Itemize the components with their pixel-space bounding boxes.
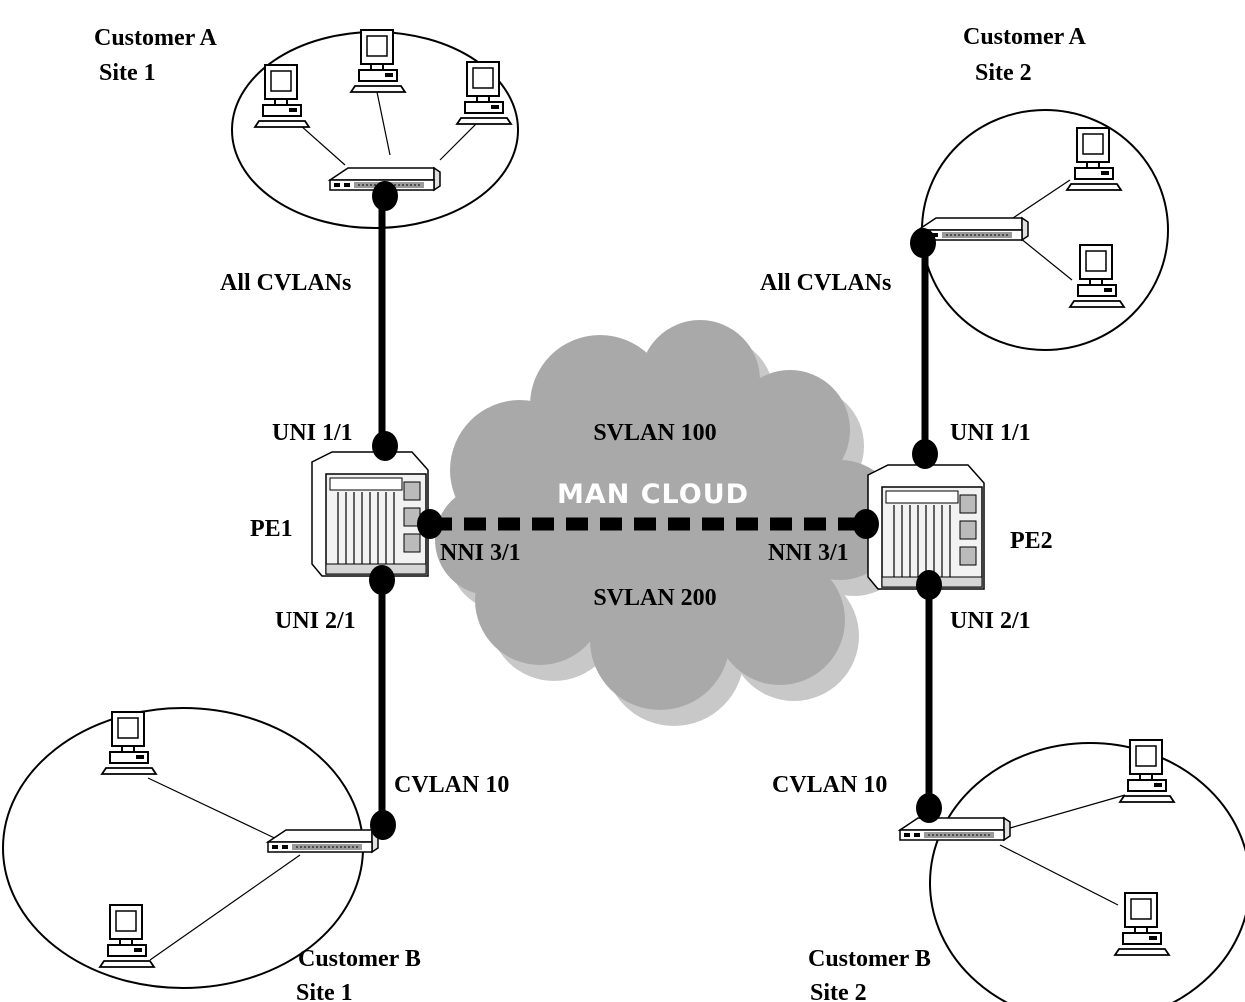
customer-b-site1-name: Customer B	[298, 946, 421, 972]
pc-icon	[99, 904, 155, 968]
customer-a-site1-name: Customer A	[94, 25, 218, 51]
pe2-chassis-icon	[867, 464, 985, 590]
man-cloud-title: MAN CLOUD	[557, 479, 749, 510]
cvlan-10-label-left: CVLAN 10	[394, 772, 509, 798]
customer-a-site2-site: Site 2	[975, 60, 1032, 86]
pc-icon	[1119, 739, 1175, 803]
pc-icon	[101, 711, 157, 775]
customer-b-site1-site: Site 1	[296, 980, 353, 1002]
pc-icon	[1066, 127, 1122, 191]
cloud-body	[435, 320, 900, 710]
customer-switch-icon	[899, 817, 1011, 841]
pc-icon	[456, 61, 512, 125]
pe1-chassis-icon	[311, 451, 429, 577]
customer-b-site2-ellipse	[929, 742, 1245, 1002]
pe2-nni-label: NNI 3/1	[768, 540, 849, 566]
pc-icon	[350, 29, 406, 93]
cvlan-10-label-right: CVLAN 10	[772, 772, 887, 798]
svlan-100-label: SVLAN 100	[593, 420, 716, 446]
pe1-name-label: PE1	[250, 516, 293, 542]
customer-a-site1-site: Site 1	[99, 60, 156, 86]
customer-switch-icon	[267, 829, 379, 853]
customer-b-site2-name: Customer B	[808, 946, 931, 972]
svlan-200-label: SVLAN 200	[593, 585, 716, 611]
pe2-uni-top-label: UNI 1/1	[950, 420, 1031, 446]
site-links	[147, 91, 1126, 961]
customer-a-site2-name: Customer A	[963, 24, 1087, 50]
pe1-nni-label: NNI 3/1	[440, 540, 521, 566]
pc-icon	[1114, 892, 1170, 956]
all-cvlans-label-right: All CVLANs	[760, 270, 891, 296]
pe2-name-label: PE2	[1010, 528, 1053, 554]
pe1-uni-bottom-label: UNI 2/1	[275, 608, 356, 634]
port-dots	[369, 181, 942, 840]
pe1-uni-top-label: UNI 1/1	[272, 420, 353, 446]
all-cvlans-label-left: All CVLANs	[220, 270, 351, 296]
access-links	[378, 196, 933, 825]
pc-icon	[254, 64, 310, 128]
customer-b-site2-site: Site 2	[810, 980, 867, 1002]
pc-icon	[1069, 244, 1125, 308]
pe2-uni-bottom-label: UNI 2/1	[950, 608, 1031, 634]
